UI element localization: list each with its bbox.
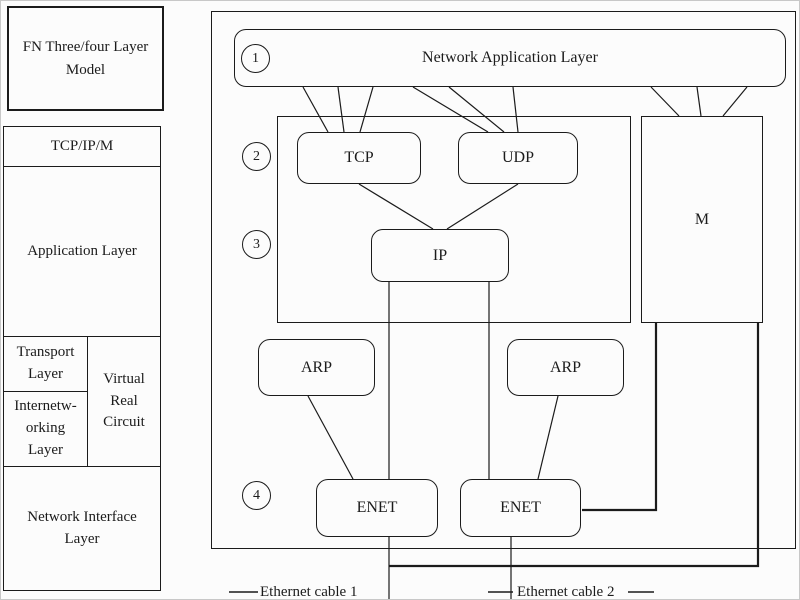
layer-table: TCP/IP/M Application Layer Transport Lay… (3, 126, 161, 591)
protocol-stack-frame (211, 11, 796, 549)
layer-split-left-column: Transport Layer Internetw-orking Layer (4, 337, 88, 466)
layer-row-application: Application Layer (4, 167, 160, 337)
transport-internet-container (277, 116, 631, 323)
node-ip: IP (371, 229, 509, 282)
model-title-box: FN Three/four Layer Model (7, 6, 164, 111)
layer-row-network-interface: Network Interface Layer (27, 508, 137, 547)
node-network-application-layer: Network Application Layer (234, 29, 786, 87)
layer-cell-transport: Transport Layer (4, 337, 87, 392)
node-enet-left: ENET (316, 479, 438, 537)
layer-cell-internetworking: Internetw-orking Layer (14, 398, 77, 458)
m-module-wires (389, 323, 760, 568)
thin-wires (229, 86, 748, 599)
marker-4: 4 (242, 481, 271, 510)
ethernet-cable-2-label: Ethernet cable 2 (517, 584, 615, 600)
node-arp-right: ARP (507, 339, 624, 396)
node-enet-right: ENET (460, 479, 581, 537)
node-udp: UDP (458, 132, 578, 184)
layer-cell-virtual-real-circuit: Virtual Real Circuit (103, 370, 145, 431)
layer-row-split: Transport Layer Internetw-orking Layer V… (4, 337, 160, 467)
layer-row-tcp-ip-m: TCP/IP/M (4, 127, 160, 167)
node-tcp: TCP (297, 132, 421, 184)
marker-2: 2 (242, 142, 271, 171)
marker-1: 1 (241, 44, 270, 73)
marker-3: 3 (242, 230, 271, 259)
ethernet-cable-1-label: Ethernet cable 1 (260, 584, 358, 600)
node-m: M (641, 116, 763, 323)
node-arp-left: ARP (258, 339, 375, 396)
